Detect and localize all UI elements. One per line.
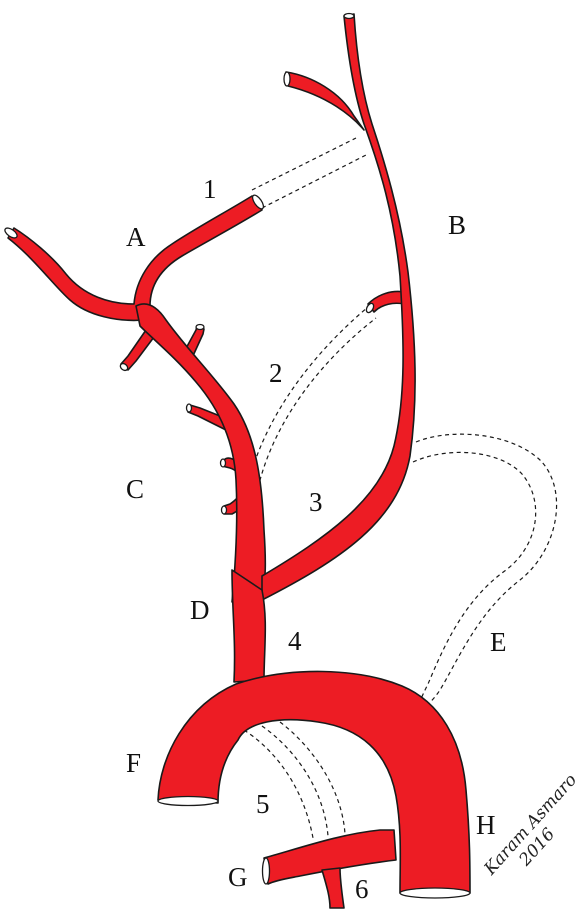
label-d: D [190,595,210,625]
opening-f-end [158,797,218,806]
pathway-5-c [280,722,345,834]
label-g: G [228,862,248,892]
label-5: 5 [256,789,270,819]
opening-h-end [400,888,470,898]
opening-b-top [344,14,354,19]
label-1: 1 [203,174,217,204]
label-a: A [126,222,146,252]
vessel-network [8,14,470,908]
label-3: 3 [309,487,323,517]
opening-g-end [263,858,270,884]
pathway-2-inner [258,318,376,488]
pathway-1-lower [262,155,366,208]
pathway-5-b [262,726,328,836]
pathway-e-inner [412,452,536,728]
opening-b-hook [284,72,290,86]
vessel-six-branch [322,868,344,908]
label-f: F [126,748,141,778]
opening-small-mid [187,404,192,412]
label-e: E [490,627,507,657]
opening-hook-upper [221,459,226,467]
label-b: B [448,210,466,240]
pathway-2-outer [246,307,368,492]
vessel-a-loop [8,196,262,320]
pathway-5-a [244,730,313,838]
opening-hook-lower [222,506,227,514]
label-4: 4 [288,626,302,656]
label-c: C [126,474,144,504]
label-h: H [476,810,496,840]
opening-small-upper [196,325,204,330]
pathway-e-outer [404,434,557,716]
label-2: 2 [269,358,283,388]
pathway-1-upper [252,138,356,190]
vessel-c-trunk [136,304,265,602]
label-6: 6 [355,874,369,904]
